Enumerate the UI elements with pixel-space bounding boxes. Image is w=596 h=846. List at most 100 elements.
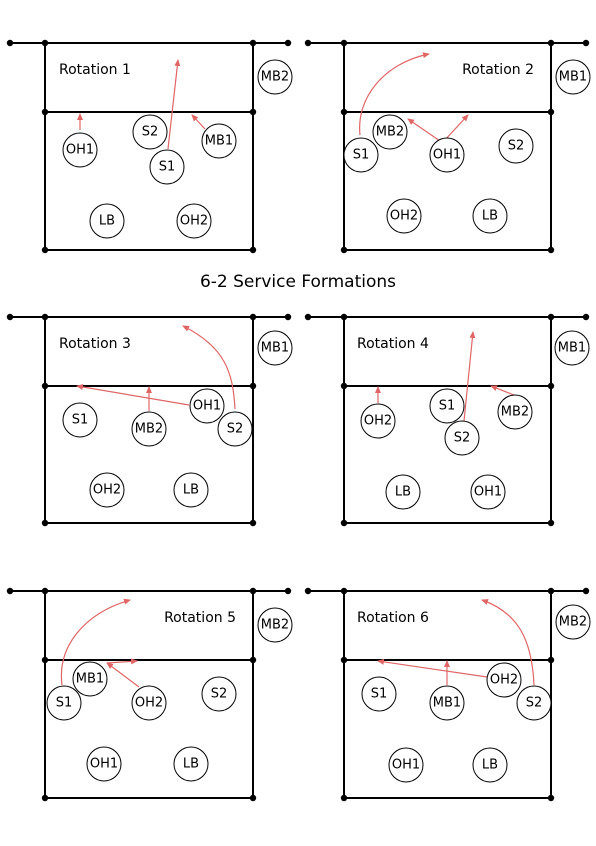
player-circle xyxy=(189,388,225,424)
court-corner-dot xyxy=(6,39,14,47)
player-label: MB1 xyxy=(205,134,233,149)
court-corner-dot xyxy=(340,108,348,116)
player-circle xyxy=(472,747,508,783)
court-corner-dot xyxy=(582,587,590,595)
player-marker: OH1 xyxy=(470,474,506,510)
player-marker: S1 xyxy=(429,388,465,424)
player-marker: OH2 xyxy=(486,662,522,698)
movement-arrow xyxy=(407,118,441,142)
player-marker: OH2 xyxy=(360,403,396,439)
player-marker: MB2 xyxy=(131,411,167,447)
player-label: OH1 xyxy=(392,758,420,773)
player-circle xyxy=(385,474,421,510)
player-circle xyxy=(62,402,98,438)
movement-arrow xyxy=(463,331,476,422)
rotation-title: Rotation 3 xyxy=(59,336,131,352)
player-marker: S2 xyxy=(132,114,168,150)
player-marker: MB1 xyxy=(429,685,465,721)
court-corner-dot xyxy=(547,382,555,390)
player-label: LB xyxy=(99,214,115,229)
player-circle xyxy=(46,685,82,721)
player-circle xyxy=(131,411,167,447)
court-corner-dot xyxy=(340,39,348,47)
player-label: S2 xyxy=(454,431,471,446)
off-court-player: MB2 xyxy=(257,607,293,643)
court-corner-dot xyxy=(249,108,257,116)
court-corner-dot xyxy=(284,39,292,47)
player-circle xyxy=(132,114,168,150)
player-circle xyxy=(343,137,379,173)
movement-arrow xyxy=(359,52,430,136)
player-circle xyxy=(554,330,590,366)
player-marker: S1 xyxy=(343,137,379,173)
player-label: OH1 xyxy=(90,757,118,772)
court-corner-dot xyxy=(547,39,555,47)
off-court-player: MB2 xyxy=(257,59,293,95)
player-label: MB1 xyxy=(433,696,461,711)
player-label: OH1 xyxy=(193,399,221,414)
player-marker: OH1 xyxy=(388,747,424,783)
movement-arrows xyxy=(76,325,236,411)
court-corner-dot xyxy=(249,382,257,390)
player-marker: LB xyxy=(173,472,209,508)
player-circle xyxy=(176,203,212,239)
court-corner-dot xyxy=(249,587,257,595)
player-label: S1 xyxy=(371,687,388,702)
player-circle xyxy=(62,132,98,168)
player-label: S1 xyxy=(72,413,89,428)
movement-arrow xyxy=(182,325,236,410)
player-circle xyxy=(472,198,508,234)
player-label: S2 xyxy=(142,125,159,140)
player-marker: LB xyxy=(385,474,421,510)
player-label: MB2 xyxy=(135,422,163,437)
player-marker: S2 xyxy=(516,685,552,721)
player-label: MB2 xyxy=(501,405,529,420)
player-circle xyxy=(217,411,253,447)
player-marker: LB xyxy=(472,747,508,783)
court-corner-dot xyxy=(284,313,292,321)
court-corner-dot xyxy=(340,519,348,527)
player-label: OH1 xyxy=(66,143,94,158)
player-marker: S1 xyxy=(46,685,82,721)
player-circle xyxy=(429,685,465,721)
court-corner-dot xyxy=(249,794,257,802)
player-label: LB xyxy=(482,758,498,773)
player-marker: LB xyxy=(472,198,508,234)
court-corner-dot xyxy=(249,656,257,664)
player-circle xyxy=(201,123,237,159)
player-marker: OH2 xyxy=(386,198,422,234)
player-marker: OH1 xyxy=(62,132,98,168)
player-label: MB2 xyxy=(261,70,289,85)
player-marker: LB xyxy=(89,203,125,239)
player-marker: MB2 xyxy=(372,114,408,150)
court-corner-dot xyxy=(41,382,49,390)
player-label: MB1 xyxy=(559,70,587,85)
player-marker: OH1 xyxy=(86,746,122,782)
player-label: S2 xyxy=(526,696,543,711)
player-marker: S2 xyxy=(498,128,534,164)
player-circle xyxy=(555,604,591,640)
player-circle xyxy=(257,607,293,643)
player-marker: OH1 xyxy=(429,137,465,173)
player-circle xyxy=(89,203,125,239)
player-marker: LB xyxy=(173,746,209,782)
off-court-player: MB1 xyxy=(554,330,590,366)
player-label: OH2 xyxy=(490,673,518,688)
court-corner-dot xyxy=(249,519,257,527)
movement-arrow xyxy=(76,384,190,406)
rotation-title: Rotation 6 xyxy=(357,610,429,626)
player-label: OH2 xyxy=(135,696,163,711)
player-label: OH1 xyxy=(474,485,502,500)
player-label: OH2 xyxy=(364,414,392,429)
player-circle xyxy=(429,388,465,424)
movement-arrow xyxy=(106,658,138,665)
rotation-title: Rotation 4 xyxy=(357,336,429,352)
player-label: OH2 xyxy=(93,483,121,498)
rotation-title: Rotation 5 xyxy=(164,610,236,626)
player-label: S1 xyxy=(159,160,176,175)
